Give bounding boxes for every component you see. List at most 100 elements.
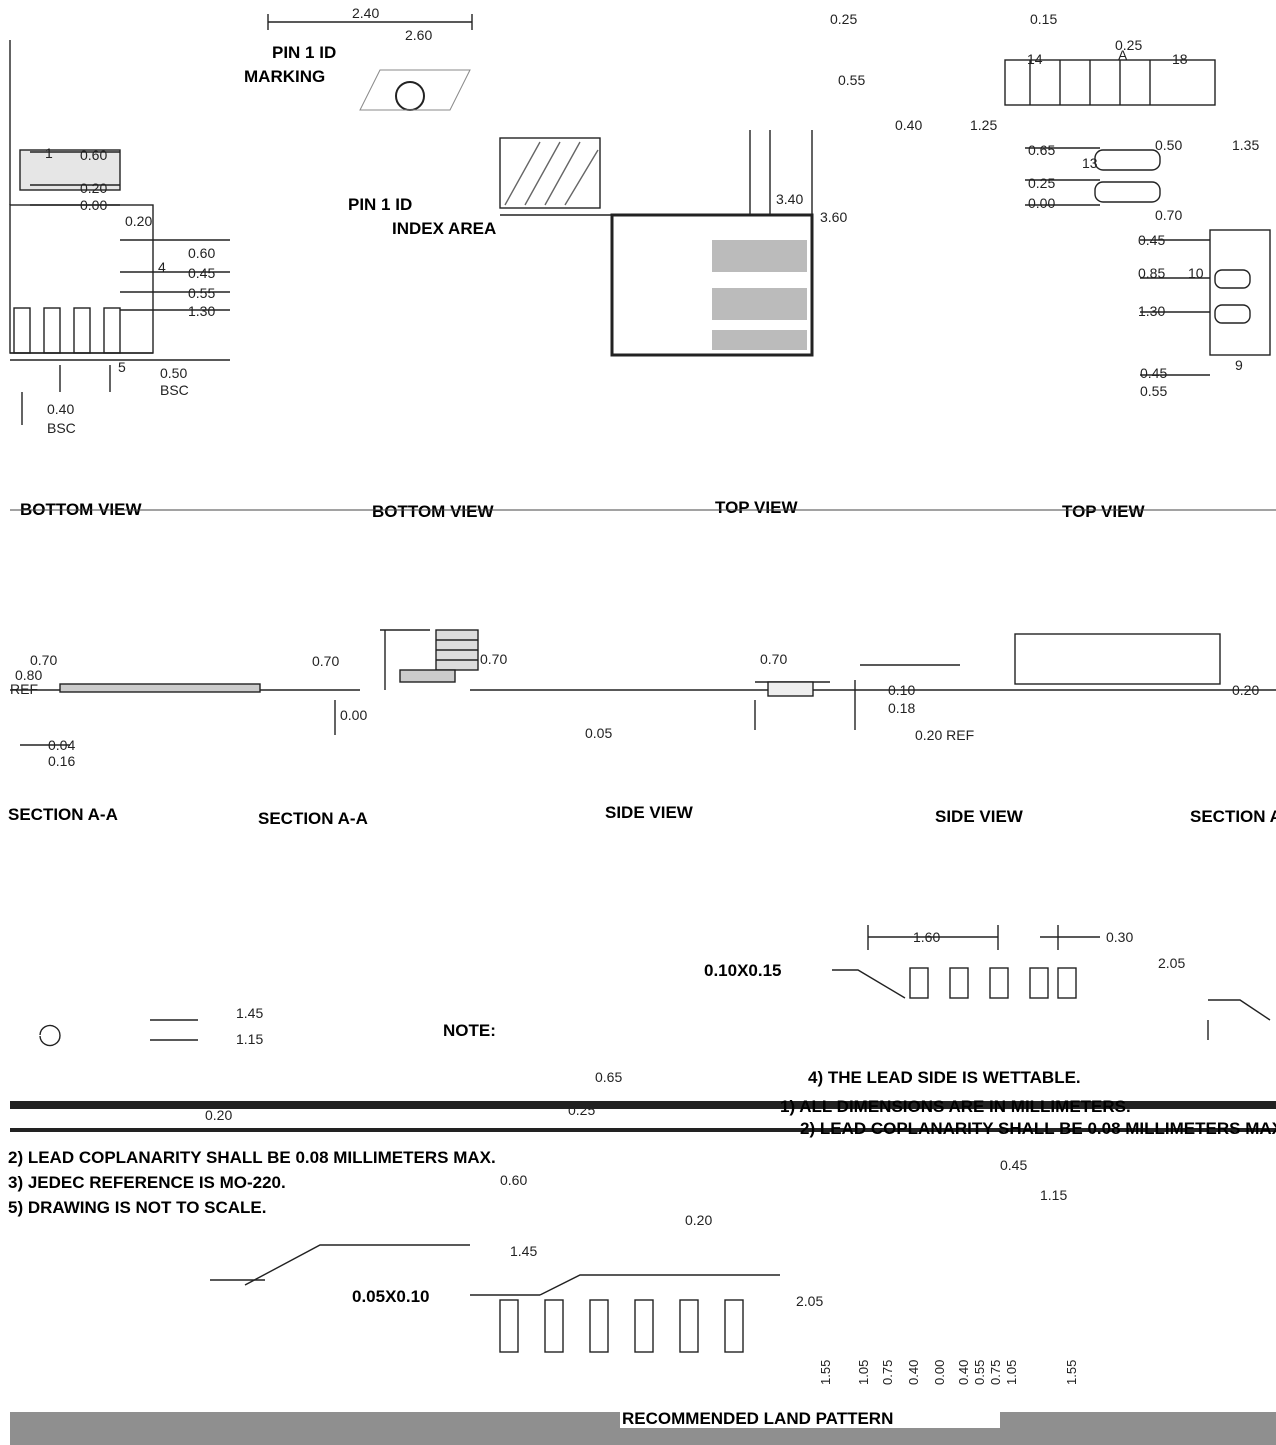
title-top-view-2: TOP VIEW bbox=[1062, 502, 1145, 521]
lp-v-1: 1.05 bbox=[856, 1360, 871, 1385]
dim-bottom-bsc: BSC bbox=[160, 382, 189, 398]
fillet-large-label: 0.10X0.15 bbox=[704, 961, 782, 980]
dim-side-018: 0.18 bbox=[888, 700, 915, 716]
note-5: 5) DRAWING IS NOT TO SCALE. bbox=[8, 1198, 266, 1217]
dim-right-125: 1.25 bbox=[970, 117, 997, 133]
footer-title-bg bbox=[620, 1404, 1000, 1428]
dim-right-085: 0.85 bbox=[1138, 265, 1165, 281]
dim-lp-030: 0.30 bbox=[1106, 929, 1133, 945]
dim-lp-115: 1.15 bbox=[236, 1031, 263, 1047]
dim-top-240: 2.40 bbox=[352, 5, 379, 21]
dim-bottom-060b: 0.60 bbox=[188, 245, 215, 261]
dim-right-045b: 0.45 bbox=[1140, 365, 1167, 381]
title-top-view-1: TOP VIEW bbox=[715, 498, 798, 517]
dim-right-070: 0.70 bbox=[1155, 207, 1182, 223]
dim-right-130: 1.30 bbox=[1138, 303, 1165, 319]
dim-top-260: 2.60 bbox=[405, 27, 432, 43]
dim-lp-020b: 0.20 bbox=[685, 1212, 712, 1228]
pin-10-label: 10 bbox=[1188, 265, 1204, 281]
side-views bbox=[10, 629, 1276, 746]
dim-lp-060: 0.60 bbox=[500, 1172, 527, 1188]
dim-bottom-050: 0.50 bbox=[160, 365, 187, 381]
dim-right-025b: 0.25 bbox=[1028, 175, 1055, 191]
pin1-marking-label-2: MARKING bbox=[244, 67, 325, 86]
lp-v-9: 1.55 bbox=[1064, 1360, 1079, 1385]
dim-bottom-045: 0.45 bbox=[188, 265, 215, 281]
lp-v-7: 0.75 bbox=[988, 1360, 1003, 1385]
dim-section-016: 0.16 bbox=[48, 753, 75, 769]
bottom-view bbox=[9, 40, 230, 425]
dim-lp-205b: 2.05 bbox=[796, 1293, 823, 1309]
title-section-aa-3: SECTION A-A bbox=[1190, 807, 1276, 826]
dim-lp-160: 1.60 bbox=[913, 929, 940, 945]
note-1: 1) ALL DIMENSIONS ARE IN MILLIMETERS. bbox=[780, 1097, 1131, 1116]
dim-section-ref: REF bbox=[10, 681, 38, 697]
pin-4-label: 4 bbox=[158, 259, 166, 275]
lp-vertical-dims: 1.55 1.05 0.75 0.40 0.00 0.40 0.55 0.75 … bbox=[818, 1360, 1079, 1385]
title-bottom-view-2: BOTTOM VIEW bbox=[372, 502, 494, 521]
dim-bottom-060: 0.60 bbox=[80, 147, 107, 163]
dim-lp-065: 0.65 bbox=[595, 1069, 622, 1085]
pin-13-label: 13 bbox=[1082, 155, 1098, 171]
title-side-view-1: SIDE VIEW bbox=[605, 803, 694, 822]
dim-lp-115b: 1.15 bbox=[1040, 1187, 1067, 1203]
dim-right-015: 0.15 bbox=[1030, 11, 1057, 27]
pin1-marking-label-1: PIN 1 ID bbox=[272, 43, 336, 62]
dim-right-050: 0.50 bbox=[1155, 137, 1182, 153]
note-2: 2) LEAD COPLANARITY SHALL BE 0.08 MILLIM… bbox=[800, 1119, 1276, 1138]
pin1-index-label-2: INDEX AREA bbox=[392, 219, 496, 238]
lp-v-4: 0.00 bbox=[932, 1360, 947, 1385]
dim-bottom-130: 1.30 bbox=[188, 303, 215, 319]
dim-bottom-020b: 0.20 bbox=[125, 213, 152, 229]
dim-right-055: 0.55 bbox=[1140, 383, 1167, 399]
dim-right-000: 0.00 bbox=[1028, 195, 1055, 211]
dim-side-070: 0.70 bbox=[480, 651, 507, 667]
dim-lp-145b: 1.45 bbox=[510, 1243, 537, 1259]
note-heading: NOTE: bbox=[443, 1021, 496, 1040]
dim-right-045: 0.45 bbox=[1138, 232, 1165, 248]
pin-14-label: 14 bbox=[1027, 51, 1043, 67]
title-land-pattern: RECOMMENDED LAND PATTERN bbox=[622, 1409, 893, 1428]
dim-right-135: 1.35 bbox=[1232, 137, 1259, 153]
dim-lp-025: 0.25 bbox=[568, 1102, 595, 1118]
dim-section-004: 0.04 bbox=[48, 737, 75, 753]
dim-top-340: 3.40 bbox=[776, 191, 803, 207]
top-view bbox=[267, 14, 814, 357]
dim-right-065: 0.65 bbox=[1028, 142, 1055, 158]
dim-bottom-020: 0.20 bbox=[80, 180, 107, 196]
dim-right-040: 0.40 bbox=[895, 117, 922, 133]
dim-lp-045: 0.45 bbox=[1000, 1157, 1027, 1173]
section-marker: A bbox=[1118, 47, 1128, 63]
pin1-index-label-1: PIN 1 ID bbox=[348, 195, 412, 214]
note-2b: 2) LEAD COPLANARITY SHALL BE 0.08 MILLIM… bbox=[8, 1148, 496, 1167]
top-view-right bbox=[1004, 59, 1271, 376]
dim-lp-020: 0.20 bbox=[205, 1107, 232, 1123]
dim-bottom-000: 0.00 bbox=[80, 197, 107, 213]
dim-section-070: 0.70 bbox=[30, 652, 57, 668]
dim-right-025: 0.25 bbox=[1115, 37, 1142, 53]
pin-5-label: 5 bbox=[118, 359, 126, 375]
dim-bottom-040: 0.40 bbox=[47, 401, 74, 417]
dim-top-025: 0.25 bbox=[830, 11, 857, 27]
lp-v-0: 1.55 bbox=[818, 1360, 833, 1385]
dim-section-070b: 0.70 bbox=[312, 653, 339, 669]
note-3: 3) JEDEC REFERENCE IS MO-220. bbox=[8, 1173, 286, 1192]
title-side-view-2: SIDE VIEW bbox=[935, 807, 1024, 826]
lp-v-3: 0.40 bbox=[906, 1360, 921, 1385]
dim-side-020ref: 0.20 REF bbox=[915, 727, 974, 743]
dim-lp-145: 1.45 bbox=[236, 1005, 263, 1021]
pin-18-label: 18 bbox=[1172, 51, 1188, 67]
title-section-aa-1: SECTION A-A bbox=[8, 805, 118, 824]
lp-v-2: 0.75 bbox=[880, 1360, 895, 1385]
pin1-marking-circle bbox=[359, 69, 471, 111]
dim-side-070b: 0.70 bbox=[760, 651, 787, 667]
title-section-aa-2: SECTION A-A bbox=[258, 809, 368, 828]
lp-v-6: 0.55 bbox=[972, 1360, 987, 1385]
dim-top-055: 0.55 bbox=[838, 72, 865, 88]
dim-top-360: 3.60 bbox=[820, 209, 847, 225]
dim-side-010: 0.10 bbox=[888, 682, 915, 698]
fillet-small-label: 0.05X0.10 bbox=[352, 1287, 430, 1306]
pin-9-label: 9 bbox=[1235, 357, 1243, 373]
dim-section-000: 0.00 bbox=[340, 707, 367, 723]
